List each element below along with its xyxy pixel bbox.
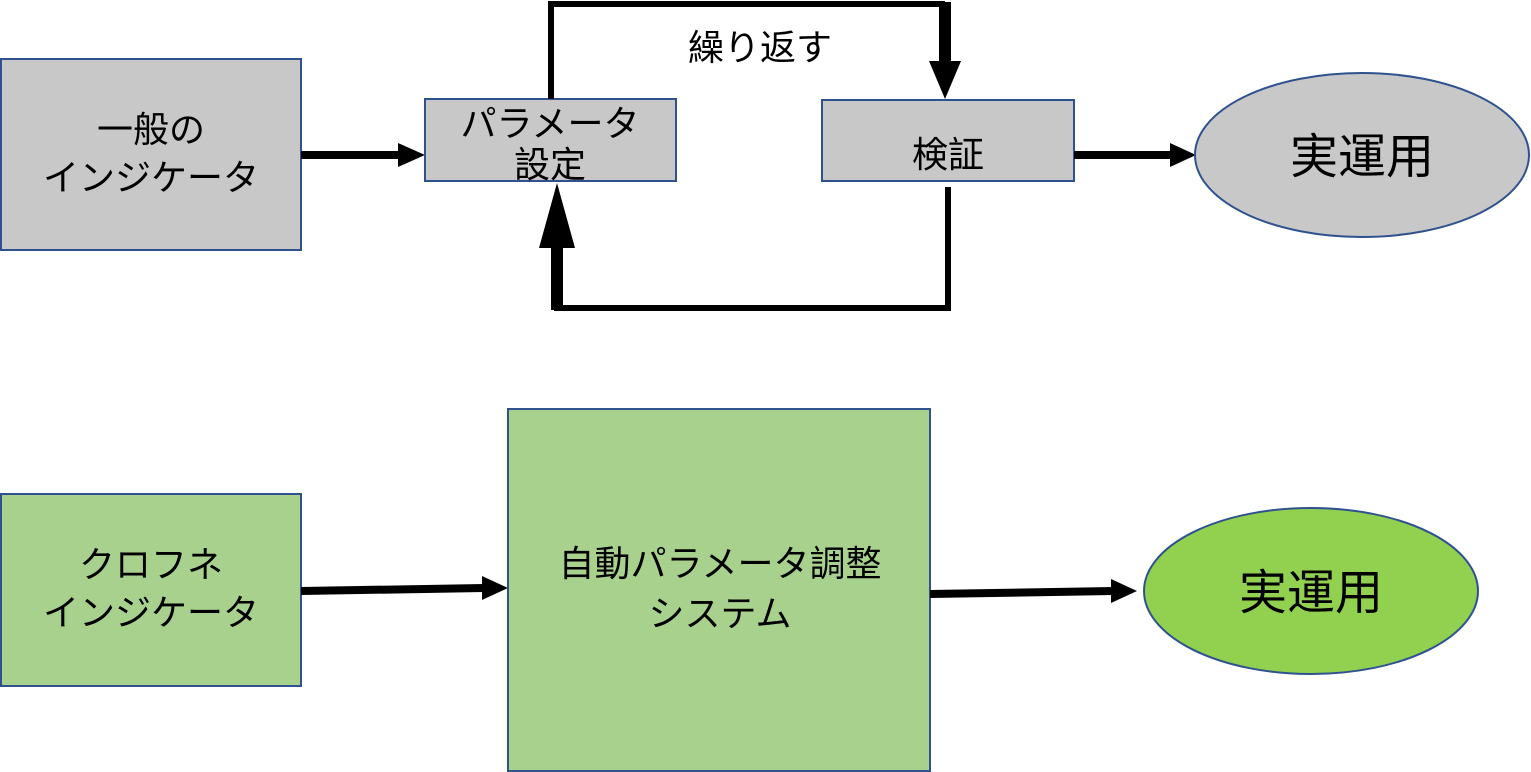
parameter-setting-box xyxy=(424,98,677,182)
kurofune-indicator-box xyxy=(0,493,302,687)
kurofune-indicator-line1: クロフネ xyxy=(79,545,223,586)
production-ellipse-top xyxy=(1194,72,1530,238)
arrow-to-production-bottom xyxy=(929,579,1137,603)
repeat-label: 繰り返す xyxy=(688,28,832,69)
auto-tuning-line2: システム xyxy=(649,594,792,635)
arrow-to-production xyxy=(1074,143,1196,167)
arrow-to-auto-tuning xyxy=(300,576,508,600)
verification-label: 検証 xyxy=(912,135,984,176)
kurofune-indicator-line2: インジケータ xyxy=(43,593,259,634)
production-label-top: 実運用 xyxy=(1290,129,1434,185)
production-ellipse-bottom xyxy=(1143,507,1479,675)
general-indicator-box xyxy=(0,58,302,251)
auto-tuning-system-box xyxy=(507,408,931,772)
production-label-bottom: 実運用 xyxy=(1239,565,1383,621)
parameter-setting-line1: パラメータ xyxy=(461,104,640,145)
general-indicator-line1: 一般の xyxy=(97,110,205,151)
repeat-loop-arrow xyxy=(548,1,961,99)
auto-tuning-line1: 自動パラメータ調整 xyxy=(559,544,882,585)
feedback-loop-arrow xyxy=(539,183,951,311)
arrow-to-parameter-setting xyxy=(301,143,425,167)
general-indicator-line2: インジケータ xyxy=(43,158,259,199)
verification-box xyxy=(821,99,1075,182)
parameter-setting-line2: 設定 xyxy=(514,145,586,186)
